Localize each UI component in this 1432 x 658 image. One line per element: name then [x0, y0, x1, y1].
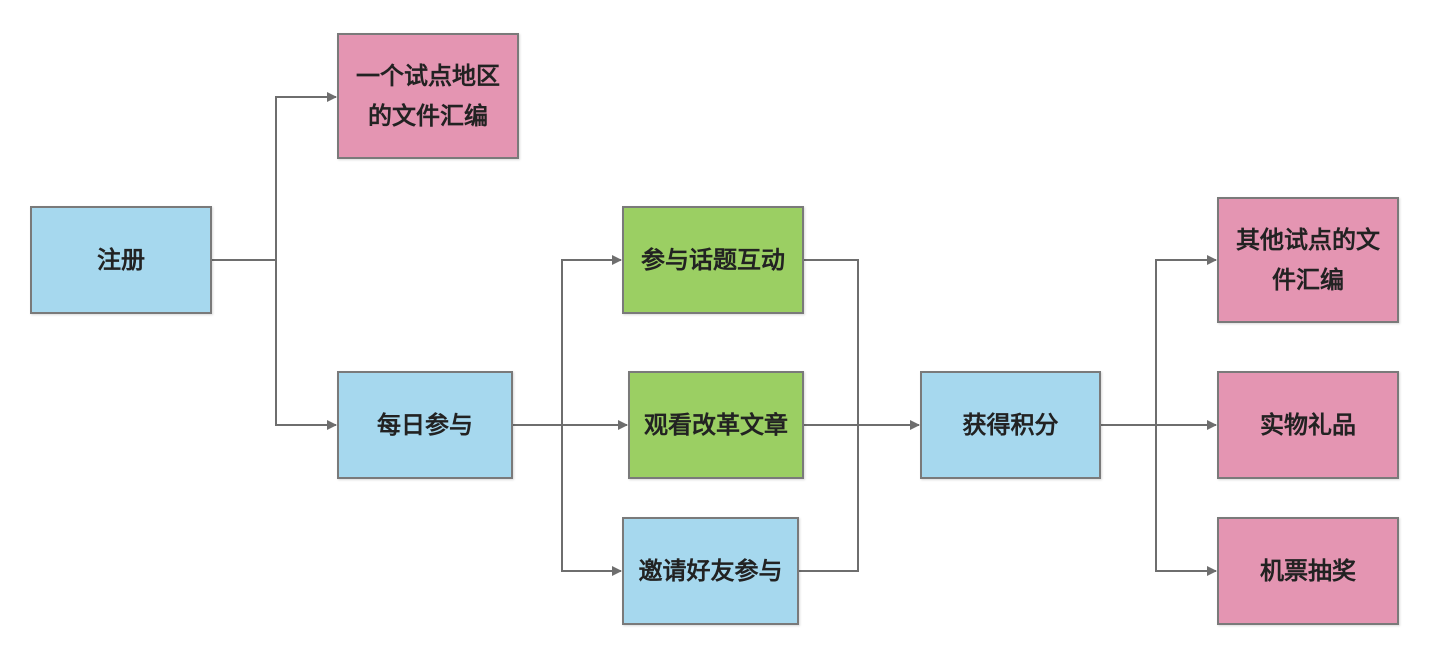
node-other-docs: 其他试点的文件汇编	[1217, 197, 1399, 323]
connector-daily-to-topic	[561, 255, 622, 425]
node-register: 注册	[30, 206, 212, 314]
connector-register-to-pilot	[275, 92, 337, 260]
node-daily: 每日参与	[337, 371, 513, 479]
node-physical-gift: 实物礼品	[1217, 371, 1399, 479]
connector-points-to-ticket	[1155, 425, 1217, 576]
node-pilot-docs: 一个试点地区的文件汇编	[337, 33, 519, 159]
connector-points-to-other	[1155, 255, 1217, 425]
node-ticket-lottery: 机票抽奖	[1217, 517, 1399, 625]
node-watch-articles: 观看改革文章	[628, 371, 804, 479]
connector-daily-to-invite	[561, 425, 622, 576]
node-invite-friends: 邀请好友参与	[622, 517, 799, 625]
node-topic-interaction: 参与话题互动	[622, 206, 804, 314]
connector-topic-to-points	[804, 259, 859, 425]
connector-register-to-daily	[275, 260, 337, 430]
connector-invite-to-points	[799, 425, 859, 572]
node-earn-points: 获得积分	[920, 371, 1101, 479]
